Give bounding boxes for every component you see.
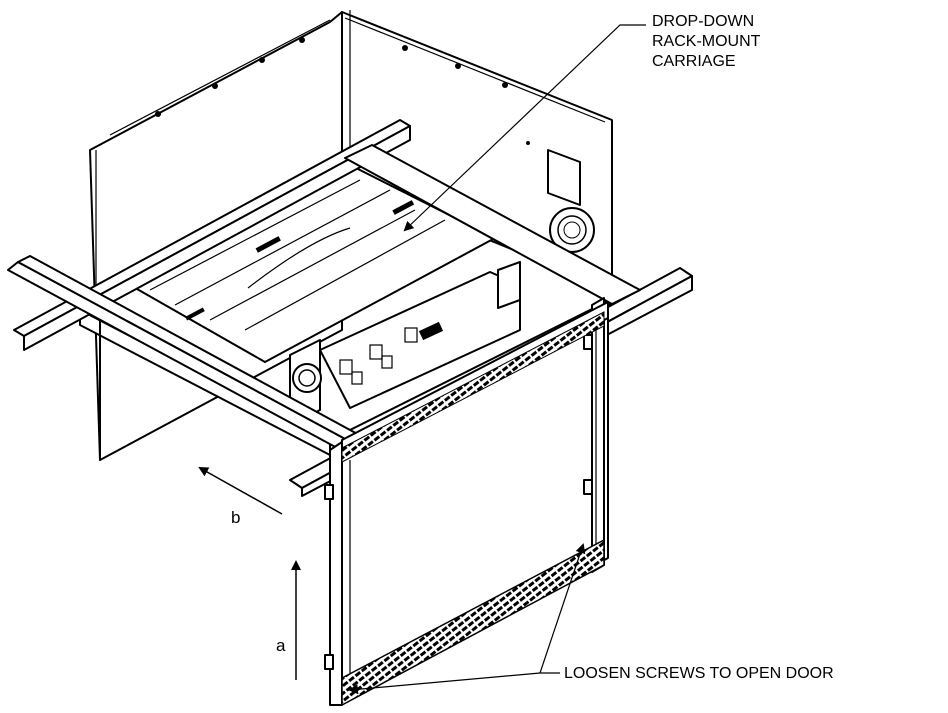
- wall-cutout: [547, 149, 581, 206]
- ceiling-grid-rail-long: [13, 119, 411, 351]
- door-louver-grille: [341, 311, 605, 707]
- carriage-label-line2: RACK-MOUNT: [652, 33, 761, 50]
- screws-leader-2: [539, 543, 586, 674]
- arrow-b: [198, 467, 283, 515]
- leader-lines: [348, 24, 646, 695]
- mounting-holes: [155, 37, 508, 117]
- arrow-a-label: a: [276, 636, 286, 655]
- ceiling-grid-rail-cross-right: [344, 144, 641, 305]
- latch-bottom: [583, 479, 593, 495]
- hinge-top: [324, 484, 334, 500]
- carriage-callout: DROP-DOWN RACK-MOUNT CARRIAGE: [652, 12, 760, 72]
- carriage-label-line3: CARRIAGE: [652, 53, 736, 70]
- power-strip-panel: [289, 261, 521, 426]
- screws-callout: LOOSEN SCREWS TO OPEN DOOR: [564, 665, 834, 682]
- carriage-leader: [403, 24, 646, 232]
- arrow-b-label: b: [231, 508, 241, 527]
- carriage-label-line1: DROP-DOWN: [652, 13, 755, 30]
- latch-top: [583, 334, 593, 350]
- hinge-bottom: [324, 654, 334, 670]
